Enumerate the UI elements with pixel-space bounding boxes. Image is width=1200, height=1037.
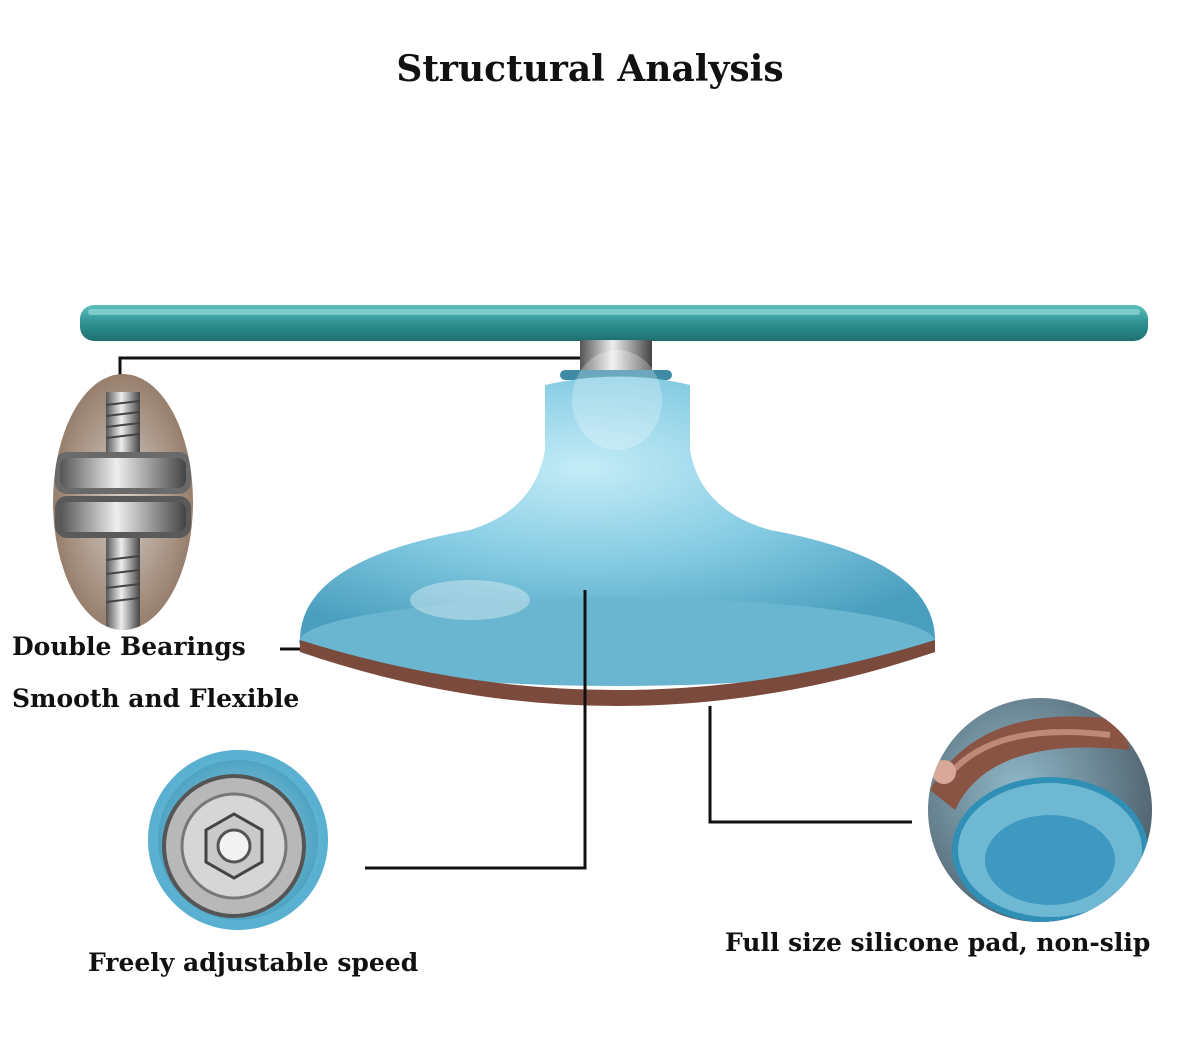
- page-title: Structural Analysis: [396, 48, 784, 90]
- turntable-plate: [80, 305, 1148, 341]
- bearings-label-line2: Smooth and Flexible: [12, 684, 300, 713]
- leader-pad: [708, 706, 912, 824]
- turntable-base: [299, 350, 935, 706]
- speed-label: Freely adjustable speed: [88, 948, 419, 977]
- speed-detail-image: [148, 750, 328, 930]
- bearings-label-line1: Double Bearings: [12, 632, 246, 661]
- pad-label: Full size silicone pad, non-slip: [725, 928, 1151, 957]
- bearing-detail-image: [53, 374, 193, 630]
- leader-speed: [365, 590, 587, 870]
- leader-bearings: [118, 356, 580, 392]
- spindle: [560, 340, 672, 380]
- pad-detail-image: [928, 698, 1152, 922]
